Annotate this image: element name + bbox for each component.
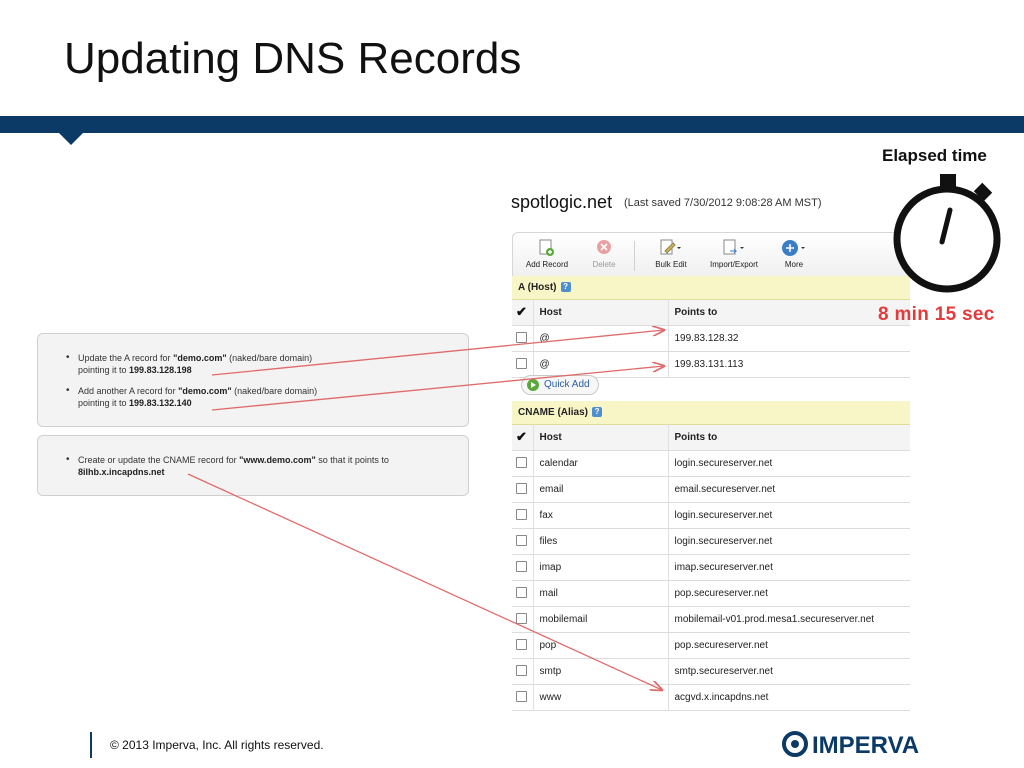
more-button[interactable]: More bbox=[779, 239, 809, 269]
row-checkbox[interactable] bbox=[516, 613, 527, 625]
row-checkbox[interactable] bbox=[516, 332, 527, 344]
arrow-to-cname-www bbox=[187, 473, 662, 690]
add-record-button[interactable]: Add Record bbox=[523, 239, 571, 269]
header-band-notch bbox=[59, 133, 83, 145]
footer-divider bbox=[90, 732, 92, 758]
table-row: @ 199.83.128.32 bbox=[512, 325, 910, 352]
imperva-logo: IMPERVA bbox=[782, 730, 960, 763]
bulk-edit-icon bbox=[660, 239, 681, 255]
arrow-to-a-record-2 bbox=[211, 366, 664, 411]
last-saved-note: (Last saved 7/30/2012 9:08:28 AM MST) bbox=[624, 197, 822, 209]
import-export-button[interactable]: Import/Export bbox=[705, 239, 763, 269]
cname-section-header: CNAME (Alias)? bbox=[512, 401, 910, 424]
page-title: Updating DNS Records bbox=[64, 34, 522, 83]
row-checkbox[interactable] bbox=[516, 561, 527, 573]
a-records-table: A (Host)? ✔ Host Points to @ 199.83.128.… bbox=[512, 276, 910, 378]
elapsed-time-label: Elapsed time bbox=[882, 146, 987, 165]
arrow-to-a-record-1 bbox=[211, 330, 664, 376]
row-checkbox[interactable] bbox=[516, 457, 527, 469]
header-band bbox=[0, 116, 1024, 133]
delete-icon bbox=[597, 240, 611, 254]
svg-text:IMPERVA: IMPERVA bbox=[812, 732, 919, 758]
row-checkbox[interactable] bbox=[516, 509, 527, 521]
bulk-edit-button[interactable]: Bulk Edit bbox=[651, 239, 691, 269]
instruction-item: Add another A record for "demo.com" (nak… bbox=[66, 385, 456, 409]
copyright: © 2013 Imperva, Inc. All rights reserved… bbox=[110, 738, 324, 752]
stopwatch-icon bbox=[893, 174, 1001, 293]
row-checkbox[interactable] bbox=[516, 358, 527, 370]
help-icon[interactable]: ? bbox=[560, 282, 571, 293]
row-checkbox[interactable] bbox=[516, 691, 527, 703]
dns-toolbar: Add Record Delete Bulk Edit Import/Expor… bbox=[512, 232, 910, 276]
more-icon bbox=[782, 240, 805, 256]
select-all-checkmark-icon[interactable]: ✔ bbox=[516, 304, 527, 319]
row-checkbox[interactable] bbox=[516, 535, 527, 547]
instruction-item: Create or update the CNAME record for "w… bbox=[66, 454, 456, 478]
play-icon bbox=[527, 379, 539, 391]
toolbar-separator bbox=[634, 241, 635, 271]
delete-button[interactable]: Delete bbox=[589, 239, 619, 269]
row-checkbox[interactable] bbox=[516, 483, 527, 495]
imperva-logo-icon: IMPERVA bbox=[782, 731, 919, 759]
row-checkbox[interactable] bbox=[516, 639, 527, 651]
row-checkbox[interactable] bbox=[516, 587, 527, 599]
cname-column-header: ✔ Host Points to bbox=[512, 424, 910, 451]
instruction-box-cname: Create or update the CNAME record for "w… bbox=[37, 435, 469, 496]
help-icon[interactable]: ? bbox=[592, 407, 603, 418]
cname-records-table: CNAME (Alias)? ✔ Host Points to calendar… bbox=[512, 401, 910, 711]
select-all-checkmark-icon[interactable]: ✔ bbox=[516, 429, 527, 444]
instruction-item: Update the A record for "demo.com" (nake… bbox=[66, 352, 456, 376]
elapsed-time-value: 8 min 15 sec bbox=[878, 304, 995, 325]
a-section-header: A (Host)? bbox=[512, 276, 910, 299]
row-checkbox[interactable] bbox=[516, 665, 527, 677]
import-export-icon bbox=[723, 239, 744, 255]
table-row: @ 199.83.131.113 bbox=[512, 351, 910, 378]
add-record-icon bbox=[539, 239, 554, 256]
domain-title: spotlogic.net bbox=[511, 192, 613, 212]
instruction-box-a-records: Update the A record for "demo.com" (nake… bbox=[37, 333, 469, 427]
a-column-header: ✔ Host Points to bbox=[512, 299, 910, 326]
